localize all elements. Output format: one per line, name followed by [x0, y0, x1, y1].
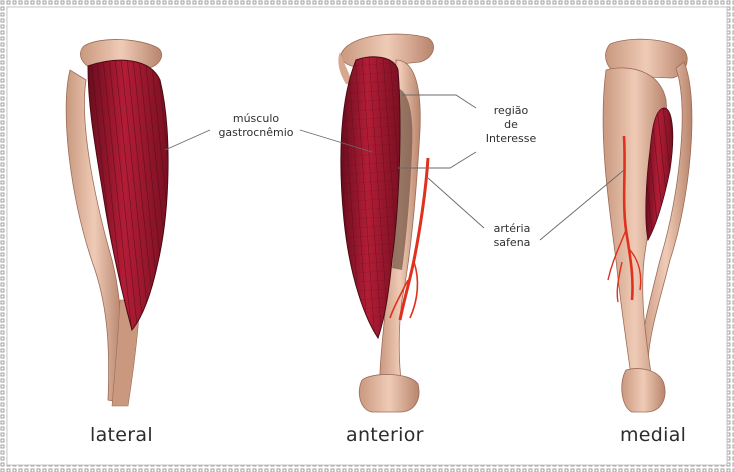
lateral-leg: [66, 39, 168, 406]
callout-muscle-line2: gastrocnêmio: [206, 126, 306, 140]
callout-artery: artéria safena: [482, 222, 542, 250]
leader-artery-anterior: [428, 178, 484, 228]
callout-artery-line1: artéria: [482, 222, 542, 236]
view-label-anterior: anterior: [346, 424, 424, 446]
view-label-medial: medial: [620, 424, 686, 446]
callout-muscle-line1: músculo: [206, 112, 306, 126]
callout-region-line2: de: [478, 118, 544, 132]
anterior-leg: [338, 34, 433, 412]
callout-muscle: músculo gastrocnêmio: [206, 112, 306, 140]
view-label-lateral: lateral: [90, 424, 153, 446]
callout-region: região de Interesse: [478, 104, 544, 146]
callout-region-line3: Interesse: [478, 132, 544, 146]
callout-artery-line2: safena: [482, 236, 542, 250]
medial-leg: [603, 39, 692, 412]
leader-muscle-lateral: [165, 130, 210, 150]
callout-region-line1: região: [478, 104, 544, 118]
